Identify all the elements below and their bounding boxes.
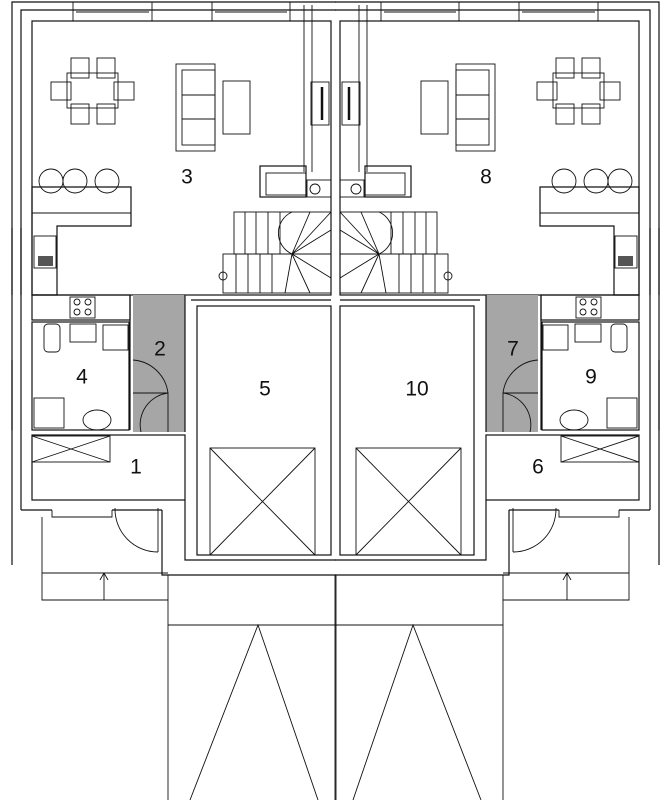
room-label-5: 5 [259,378,271,401]
room-label-6: 6 [532,456,544,479]
room-label-10: 10 [405,378,428,401]
room-label-8: 8 [480,166,492,189]
room-label-3: 3 [181,166,193,189]
room-label-1: 1 [130,456,142,479]
room-label-4: 4 [76,366,88,389]
room-label-2: 2 [154,338,166,361]
left-unit [10,0,338,800]
right-unit [333,0,661,800]
room-label-7: 7 [507,338,519,361]
room-label-9: 9 [585,366,597,389]
